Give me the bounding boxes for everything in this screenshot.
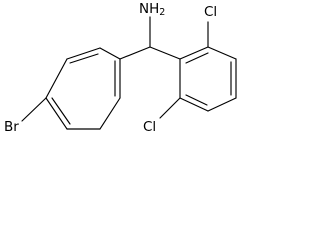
amine-label: NH2 bbox=[139, 1, 165, 18]
structural-formula: NH2 Cl Cl Br bbox=[4, 1, 237, 135]
bond-to-bromine bbox=[21, 97, 47, 122]
ring-double-bond bbox=[185, 52, 209, 64]
ring-double-bond bbox=[51, 97, 71, 125]
ring-bond bbox=[99, 47, 121, 60]
bromophenyl-ring bbox=[45, 47, 121, 130]
ring-bond bbox=[207, 46, 237, 60]
ring-double-bond bbox=[185, 94, 208, 106]
ring-bond bbox=[45, 58, 68, 99]
ring-bond bbox=[179, 97, 209, 112]
ring-bond bbox=[99, 97, 121, 130]
dichlorophenyl-ring bbox=[179, 46, 237, 112]
ring-bond bbox=[45, 97, 68, 130]
chlorine-bottom-label: Cl bbox=[143, 119, 156, 135]
bond-to-chlorine-bottom bbox=[159, 97, 181, 119]
chlorine-top-label: Cl bbox=[204, 4, 217, 20]
bond-central-carbon-to-dichlorophenyl bbox=[149, 46, 181, 60]
ring-double-bond bbox=[69, 53, 99, 64]
ring-bond bbox=[66, 47, 101, 60]
bromine-label: Br bbox=[4, 119, 19, 135]
ring-bond bbox=[207, 97, 237, 112]
bond-ring-to-central-carbon bbox=[119, 46, 151, 60]
ring-bond bbox=[179, 46, 209, 60]
